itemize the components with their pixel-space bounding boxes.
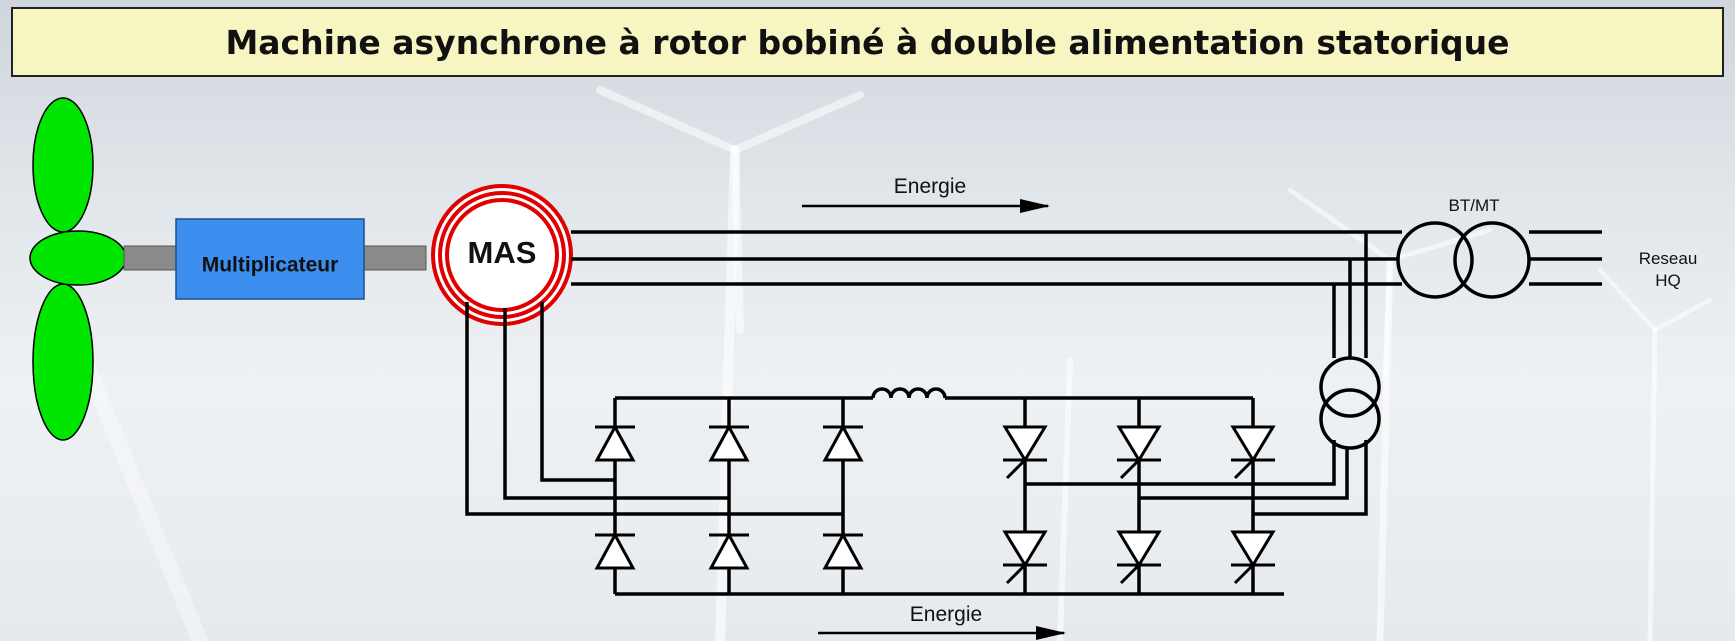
bt-mt-transformer: [1396, 221, 1602, 299]
thyristor-top-2: [1116, 425, 1162, 480]
thyristor-bottom-1: [1002, 530, 1048, 585]
multiplier-label: Multiplicateur: [202, 254, 339, 277]
grid-label-line2: HQ: [1655, 271, 1681, 290]
multiplier-block: Multiplicateur: [175, 218, 365, 300]
thyristor-top-1: [1002, 425, 1048, 480]
thyristor-top-3: [1230, 425, 1276, 480]
diode-top-2: [708, 423, 750, 462]
coupling-transformer: [1319, 356, 1381, 450]
rotor-blades: [29, 97, 127, 441]
low-speed-shaft: [123, 245, 177, 271]
blade-top: [32, 97, 94, 233]
dc-bus: [615, 387, 1284, 596]
energy-label-top: Energie: [894, 175, 966, 198]
page-title: Machine asynchrone à rotor bobiné à doub…: [225, 22, 1510, 62]
mas-label: MAS: [468, 235, 537, 270]
transformer-label: BT/MT: [1449, 196, 1500, 215]
diode-top-3: [822, 423, 864, 462]
energy-flow-top: Energie: [802, 175, 1050, 213]
diode-bottom-1: [594, 531, 636, 570]
blade-bottom: [32, 283, 94, 441]
diode-bottom-2: [708, 531, 750, 570]
energy-label-bottom: Energie: [910, 603, 982, 626]
energy-flow-bottom: Energie: [818, 603, 1066, 640]
diode-top-1: [594, 423, 636, 462]
thyristor-bottom-2: [1116, 530, 1162, 585]
rotor-hub: [29, 230, 127, 286]
rotor-wires: [465, 302, 843, 516]
grid-label-line1: Reseau: [1639, 249, 1698, 268]
high-speed-shaft: [363, 245, 427, 271]
stator-lines: [571, 230, 1402, 286]
thyristor-bottom-3: [1230, 530, 1276, 585]
mas-machine: MAS: [431, 184, 573, 326]
title-banner: Machine asynchrone à rotor bobiné à doub…: [11, 7, 1724, 77]
diode-bottom-3: [822, 531, 864, 570]
grid-side-wires: [1025, 232, 1368, 516]
